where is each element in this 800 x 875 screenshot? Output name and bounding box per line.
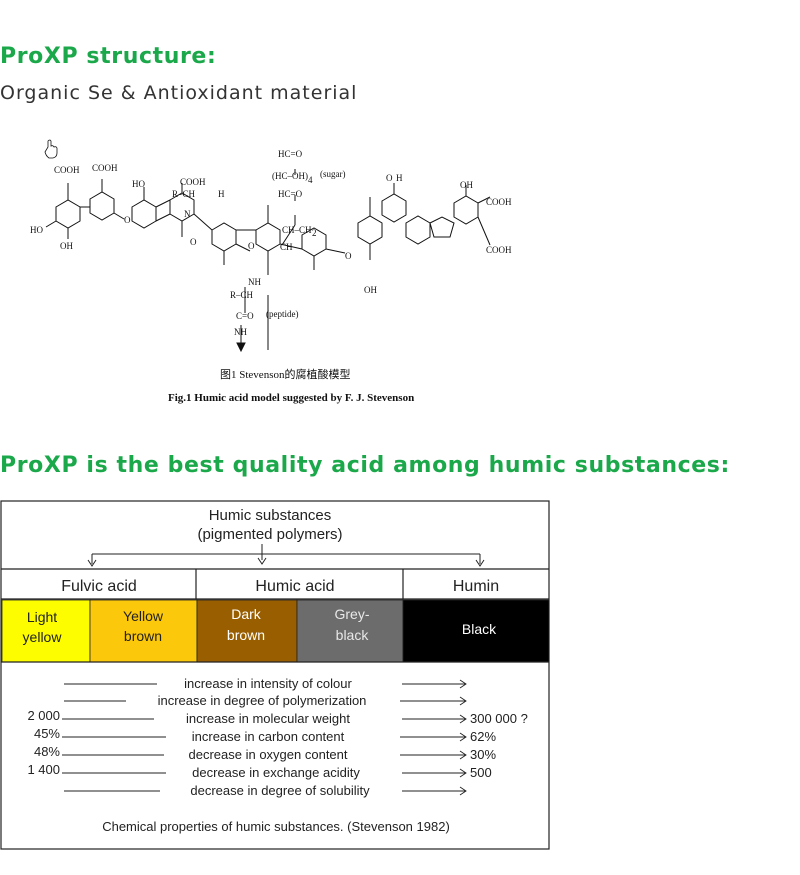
label-ho-2: HO	[132, 179, 145, 189]
property-3-left: 2 000	[27, 708, 60, 723]
property-3-text: increase in molecular weight	[186, 711, 350, 726]
label-h-2: H	[396, 173, 403, 183]
property-4-left: 45%	[34, 726, 60, 741]
section-subtitle: Organic Se & Antioxidant material	[0, 82, 358, 104]
distribution-arrows	[87, 544, 485, 567]
label-sub-2: 2	[312, 228, 317, 238]
color-cell-3-line2: brown	[227, 627, 265, 643]
label-hc-o-2: HC=O	[278, 189, 303, 199]
color-cell-2	[89, 599, 198, 663]
color-row	[1, 599, 550, 663]
label-oh-2: OH	[460, 180, 473, 190]
property-1-text: increase in intensity of colour	[184, 676, 352, 691]
color-cell-2-line2: brown	[124, 628, 162, 644]
label-r-ch-2: R–CH	[230, 290, 254, 300]
label-sugar: (sugar)	[320, 169, 346, 179]
label-cooh-1: COOH	[54, 165, 80, 175]
category-humic-acid: Humic acid	[255, 578, 334, 595]
label-o-ring-3: O	[248, 241, 255, 251]
color-cell-1-line1: Light	[27, 609, 57, 625]
diagram-title-line2: (pigmented polymers)	[197, 526, 342, 543]
property-3-right: 300 000 ?	[470, 711, 528, 726]
label-ho-1: HO	[30, 225, 43, 235]
property-7-text: decrease in degree of solubility	[190, 783, 370, 798]
color-cell-1-line2: yellow	[23, 629, 63, 645]
property-5-text: decrease in oxygen content	[189, 747, 348, 762]
label-sub-4: 4	[308, 175, 313, 185]
label-c-o: C=O	[236, 311, 254, 321]
color-cell-1	[1, 599, 91, 663]
figure-caption-cn: 图1 Stevenson的腐植酸模型	[220, 367, 350, 381]
label-nh-2: NH	[234, 327, 247, 337]
label-r-ch: R–CH	[172, 189, 196, 199]
label-cooh-4: COOH	[486, 197, 512, 207]
label-oh-1: OH	[60, 241, 73, 251]
molecule-bonds	[44, 139, 491, 353]
label-peptide: (peptide)	[266, 309, 298, 319]
diagram-title-line1: Humic substances	[209, 507, 332, 524]
label-o-small: O	[386, 173, 393, 183]
label-oh-3: OH	[364, 285, 377, 295]
property-5-left: 48%	[34, 744, 60, 759]
label-h-1: H	[218, 189, 225, 199]
color-cell-3	[196, 599, 298, 663]
property-4-text: increase in carbon content	[192, 729, 345, 744]
color-cell-3-line1: Dark	[231, 606, 262, 622]
property-5-right: 30%	[470, 747, 496, 762]
hand-cursor-icon	[44, 139, 58, 159]
color-cell-2-line1: Yellow	[123, 608, 164, 624]
diagram-caption: Chemical properties of humic substances.…	[102, 819, 450, 834]
label-o-ring-1: O	[124, 215, 131, 225]
section-heading-structure: ProXP structure:	[0, 44, 217, 69]
molecule-labels: COOH COOH COOH COOH COOH HO HO OH OH OH …	[30, 149, 512, 337]
color-cell-5-line1: Black	[462, 621, 497, 637]
label-hc-oh: (HC–OH)	[272, 171, 308, 181]
category-humin: Humin	[453, 578, 499, 595]
property-4-right: 62%	[470, 729, 496, 744]
label-ch-ch2: CH–CH	[282, 225, 312, 235]
label-cooh-2: COOH	[92, 163, 118, 173]
label-nh-1: NH	[248, 277, 261, 287]
color-cell-4-line2: black	[336, 627, 370, 643]
label-cooh-3: COOH	[180, 177, 206, 187]
humic-acid-structure-figure: COOH COOH COOH COOH COOH HO HO OH OH OH …	[30, 139, 512, 404]
humic-substances-diagram: Humic substances (pigmented polymers) Fu…	[0, 500, 550, 850]
property-6-text: decrease in exchange acidity	[192, 765, 360, 780]
property-6-left: 1 400	[27, 762, 60, 777]
label-ch: CH	[280, 242, 293, 252]
property-rule-lines	[62, 679, 467, 796]
property-6-right: 500	[470, 765, 492, 780]
category-fulvic-acid: Fulvic acid	[61, 578, 137, 595]
label-hc-o-1: HC=O	[278, 149, 303, 159]
figure-caption-en: Fig.1 Humic acid model suggested by F. J…	[168, 392, 414, 404]
color-cell-5	[402, 599, 550, 663]
property-2-text: increase in degree of polymerization	[158, 693, 367, 708]
section-heading-quality: ProXP is the best quality acid among hum…	[0, 453, 730, 478]
color-cell-4	[296, 599, 404, 663]
color-cell-4-line1: Grey-	[335, 606, 370, 622]
label-o-ring-2: O	[190, 237, 197, 247]
label-n: N	[184, 209, 191, 219]
label-o-ring-4: O	[345, 251, 352, 261]
property-rows: 2 000 45% 48% 1 400 increase in intensit…	[27, 676, 527, 798]
label-cooh-5: COOH	[486, 245, 512, 255]
